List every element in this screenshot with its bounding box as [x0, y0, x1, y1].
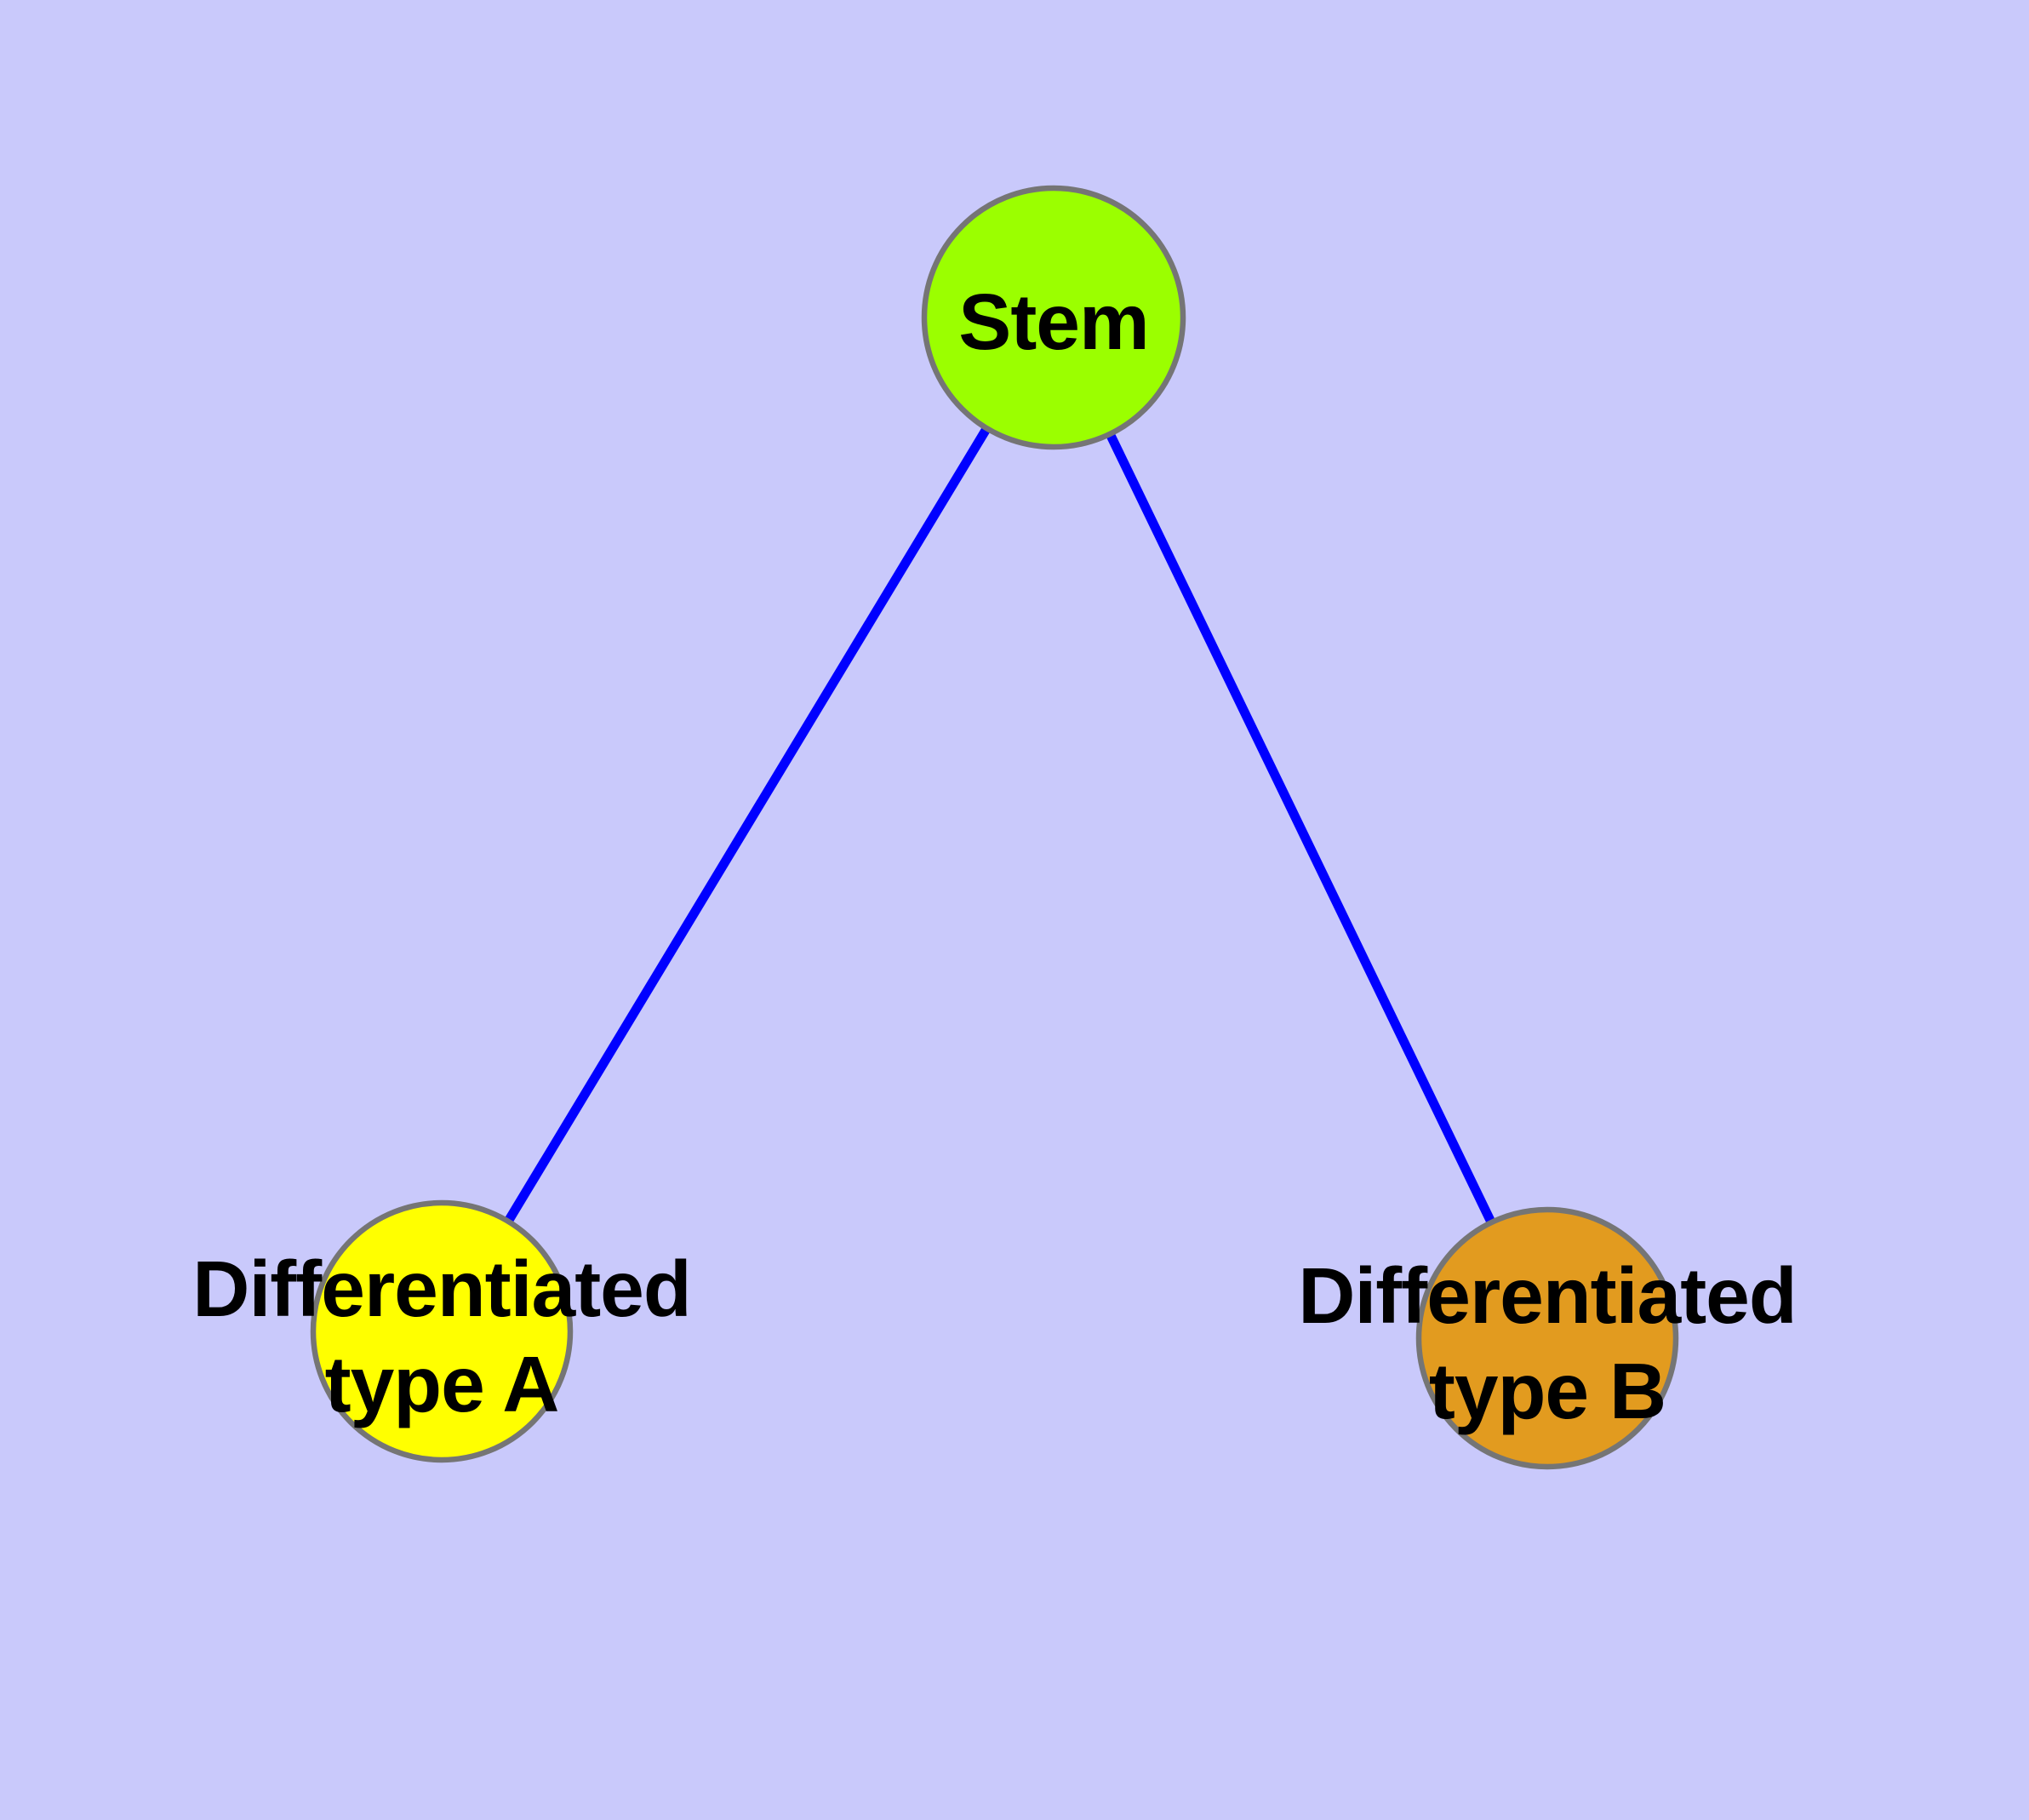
node-a-label-line-1: Differentiated [192, 1245, 691, 1333]
node-differentiated-type-b-label: Differentiated type B [1298, 1248, 1797, 1439]
node-a-label-line-2: type A [324, 1340, 560, 1428]
node-differentiated-type-a-label: Differentiated type A [192, 1241, 691, 1432]
edge-stem-to-type-a [437, 315, 1058, 1334]
node-b-label-line-1: Differentiated [1298, 1251, 1797, 1340]
node-differentiated-type-b [1415, 1206, 1679, 1470]
node-stem-label: Stem [958, 274, 1149, 369]
edge-stem-to-type-b [1049, 315, 1552, 1341]
node-b-label-line-2: type B [1428, 1347, 1666, 1435]
node-differentiated-type-a [310, 1199, 574, 1463]
node-stem-label-line: Stem [958, 278, 1149, 366]
node-stem [921, 185, 1186, 450]
